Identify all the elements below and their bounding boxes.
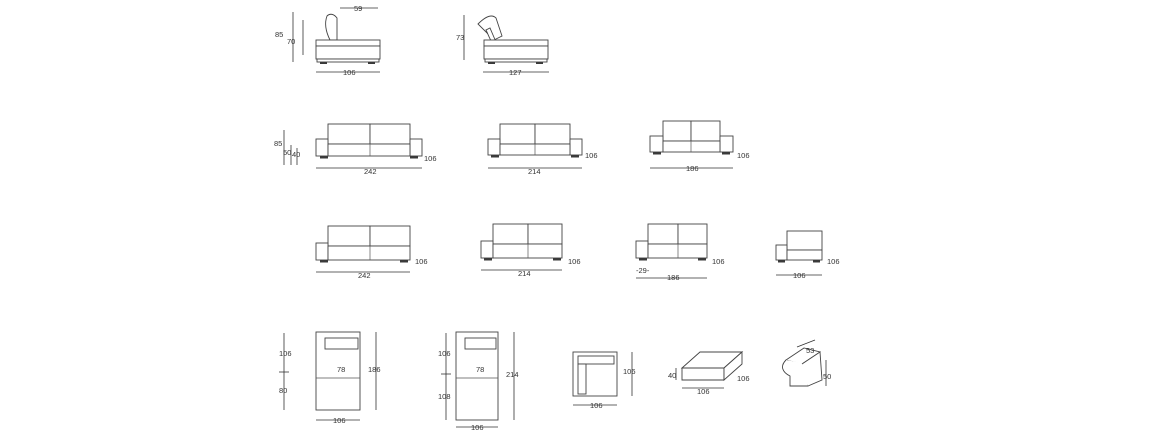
side-a-height-back: 70 <box>287 37 295 46</box>
armchair-width: 106 <box>793 271 806 280</box>
ottoman-width: 106 <box>697 387 710 396</box>
armchair-106: 106 106 <box>775 230 840 280</box>
sofa-242-one-arm-width: 242 <box>358 271 371 280</box>
side-table-iso: 53 50 <box>782 339 831 387</box>
chaise-186-lower: 80 <box>279 386 287 395</box>
sofa-214-one-arm-width: 214 <box>518 269 531 278</box>
side-a-height-total: 85 <box>275 30 283 39</box>
sofa-242-two-arms: 242 106 <box>315 123 437 176</box>
sofa-214-two-arms: 214 106 <box>487 123 598 176</box>
sofa-186-one-arm: -29- 186 106 <box>635 223 725 282</box>
row2-heights: 85 50 40 <box>274 130 300 165</box>
sofa-242-width: 242 <box>364 167 377 176</box>
ottoman-iso: 40 106 106 <box>668 350 750 396</box>
sofa-242-depth: 106 <box>424 154 437 163</box>
side-b-depth: 127 <box>509 68 522 77</box>
sofa-186-depth: 106 <box>737 151 750 160</box>
sofa-186-one-arm-depth: 106 <box>712 257 725 266</box>
corner-unit-plan: 106 106 <box>572 351 636 410</box>
sofa-186-width: 186 <box>686 164 699 173</box>
corner-depth: 106 <box>623 367 636 376</box>
chaise-186-width: 106 <box>333 416 346 425</box>
chaise-214-seat: 78 <box>476 365 484 374</box>
side-view-b: 73 127 <box>456 15 549 77</box>
chaise-214-plan: 106 108 78 214 106 <box>438 331 519 432</box>
row2-height-seat: 40 <box>292 150 300 159</box>
chaise-214-width: 106 <box>471 423 484 432</box>
table-depth: 53 <box>806 346 814 355</box>
armchair-depth: 106 <box>827 257 840 266</box>
sofa-186-two-arms: 186 106 <box>649 120 750 173</box>
side-a-depth: 106 <box>343 68 356 77</box>
corner-width: 106 <box>590 401 603 410</box>
sofa-186-one-arm-width: 186 <box>667 273 680 282</box>
chaise-214-upper: 106 <box>438 349 451 358</box>
table-height: 50 <box>823 372 831 381</box>
chaise-186-upper: 106 <box>279 349 292 358</box>
sofa-242-one-arm-depth: 106 <box>415 257 428 266</box>
sofa-214-depth: 106 <box>585 151 598 160</box>
ottoman-depth: 106 <box>737 374 750 383</box>
sofa-186-one-arm-arm: -29- <box>636 266 650 275</box>
sofa-214-one-arm: 214 106 <box>480 223 581 278</box>
sofa-214-width: 214 <box>528 167 541 176</box>
side-a-top-width: 59 <box>354 4 362 13</box>
chaise-186-plan: 106 80 78 186 106 <box>279 331 381 425</box>
side-b-height: 73 <box>456 33 464 42</box>
ottoman-height: 40 <box>668 371 676 380</box>
row2-height-total: 85 <box>274 139 282 148</box>
chaise-214-lower: 108 <box>438 392 451 401</box>
chaise-186-length: 186 <box>368 365 381 374</box>
chaise-186-seat: 78 <box>337 365 345 374</box>
chaise-214-length: 214 <box>506 370 519 379</box>
side-view-a: 85 70 59 106 <box>275 4 381 77</box>
sofa-214-one-arm-depth: 106 <box>568 257 581 266</box>
sofa-242-one-arm: 242 106 <box>315 225 428 280</box>
row2-height-arm: 50 <box>283 148 291 157</box>
